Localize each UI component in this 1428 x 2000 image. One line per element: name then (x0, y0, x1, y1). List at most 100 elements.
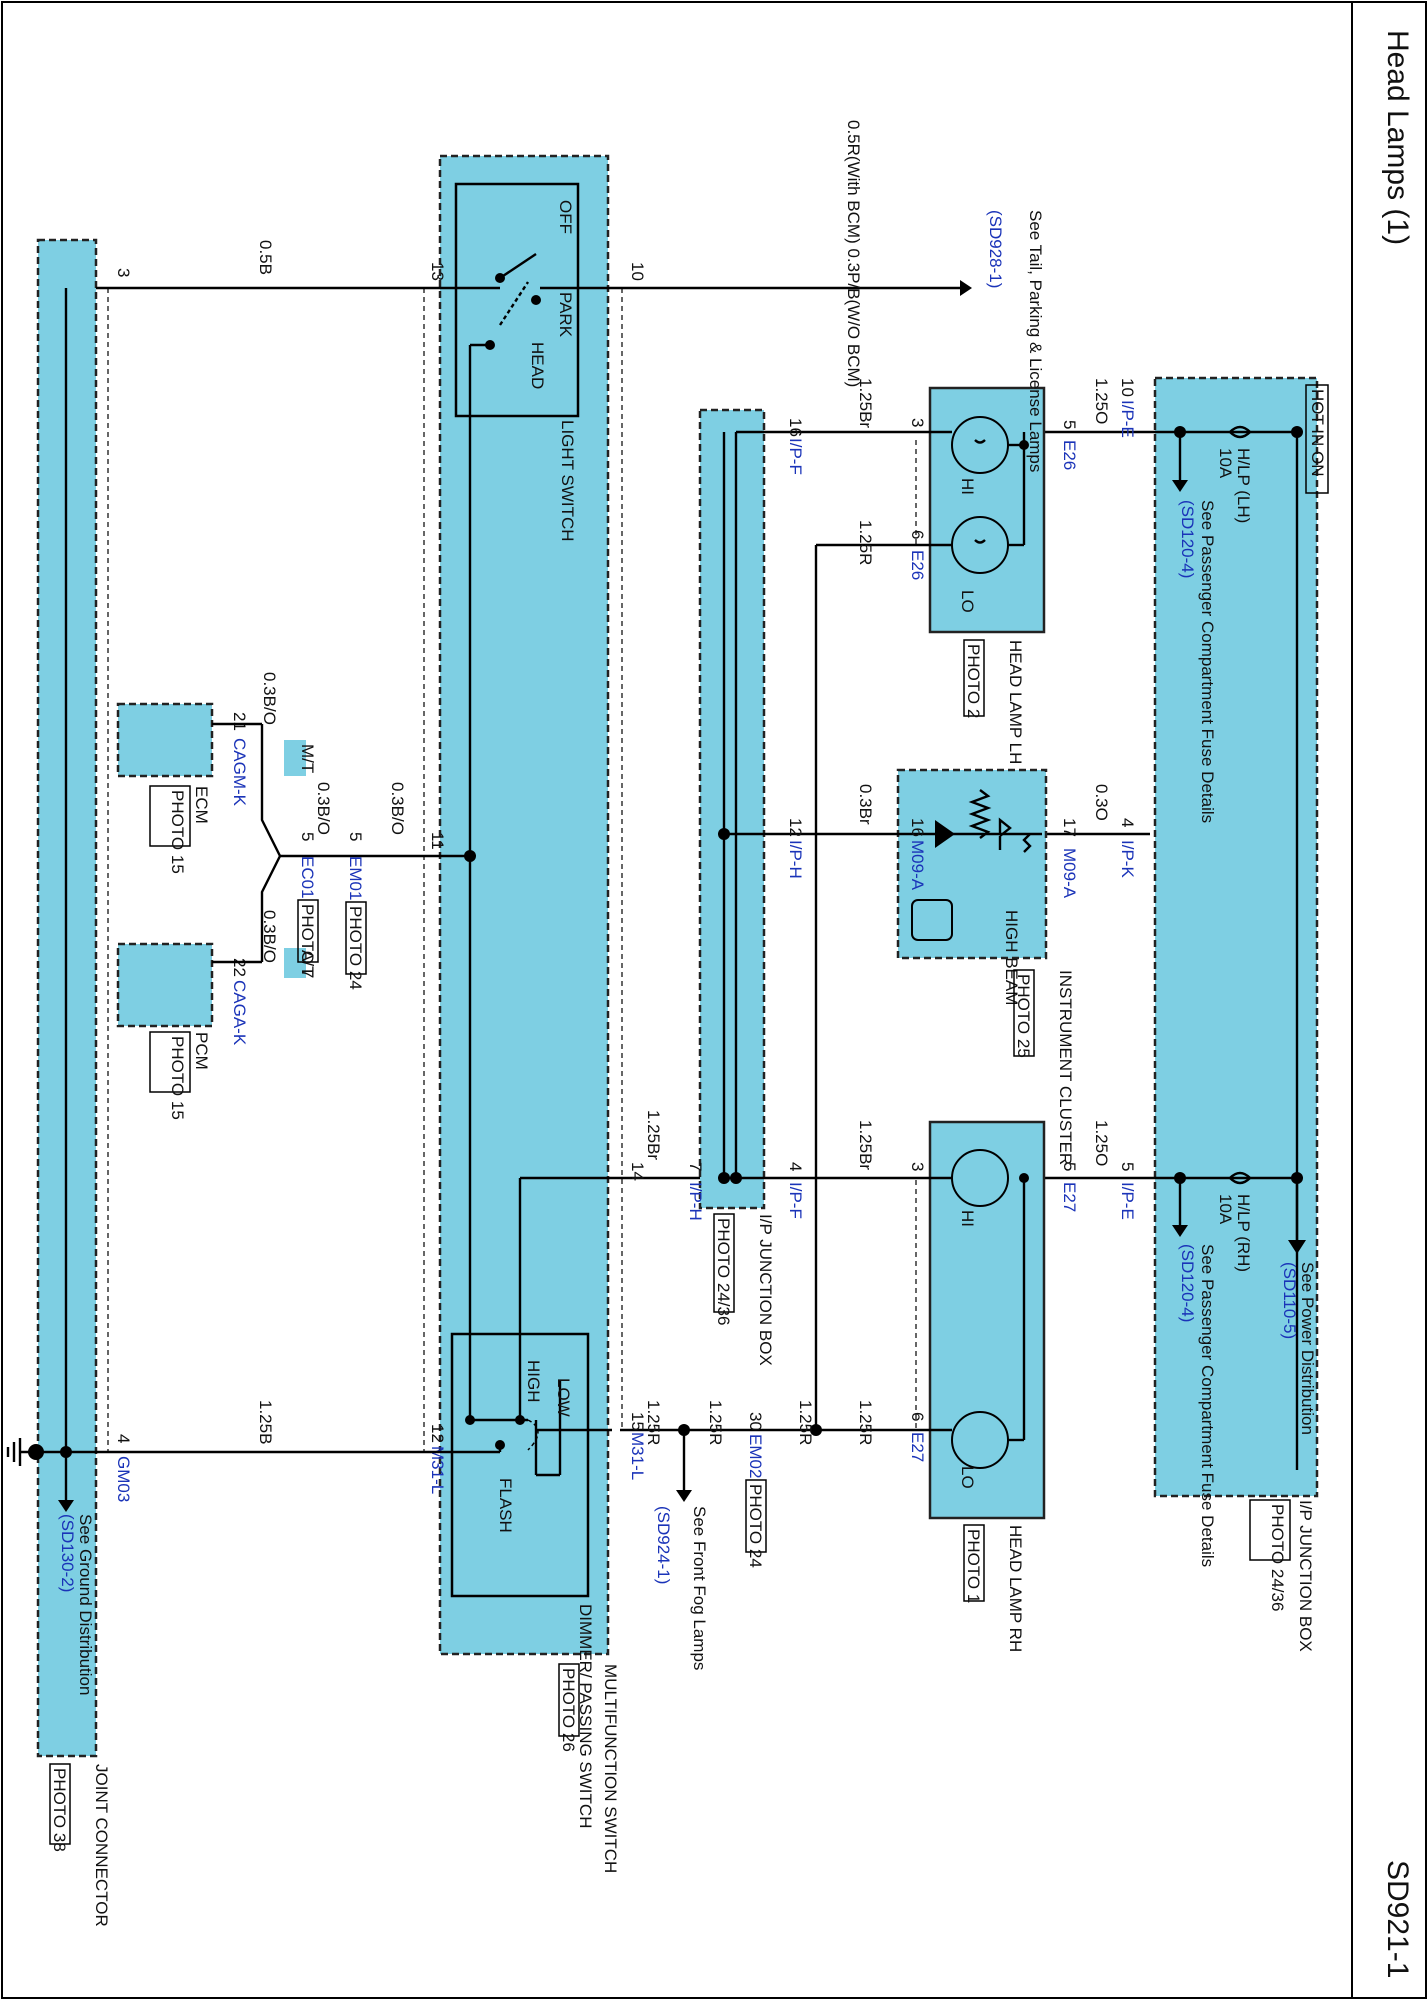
pin-5-ec01: 5 (298, 832, 317, 841)
high-beam-symbol-icon (911, 899, 953, 941)
tail-ref: (SD928-1) (986, 210, 1005, 288)
fuse-lh-name: H/LP (LH) (1234, 448, 1253, 523)
resistor-small-icon (1022, 833, 1032, 853)
junction-rh (1019, 1173, 1029, 1183)
wire-ecm-03bo: 0.3B/O (260, 672, 279, 725)
head-lamp-lh-name: HEAD LAMP LH (1006, 640, 1025, 764)
pin-6-rh: 6 (908, 1412, 927, 1421)
high-beam-label: HIGH BEAM (1002, 910, 1021, 1005)
conn-ec01: EC01 (298, 856, 317, 899)
ipjb2-photo-box (713, 1213, 735, 1313)
arrow-ground-icon (58, 1500, 74, 1512)
fuse-rh-icon (1229, 1171, 1252, 1185)
resistor-zigzag-icon (968, 789, 992, 839)
fuse-rh-rating: 10A (1216, 1194, 1235, 1225)
fog-see: See Front Fog Lamps (690, 1506, 709, 1670)
wire-125r-rh-3: 1.25R (706, 1400, 725, 1445)
cluster-photo-box (1013, 969, 1035, 1057)
pcm-name: PCM (192, 1032, 211, 1070)
hot-in-on-box (1305, 384, 1329, 494)
pcm (116, 942, 214, 1028)
pin-3-lh: 3 (908, 418, 927, 427)
ipjb2-photo: PHOTO 24/36 (714, 1218, 733, 1325)
filaments-lh-icon (974, 439, 986, 544)
fuse-rh-see: See Passenger Compartment Fuse Details (1198, 1244, 1217, 1567)
wire-ecm-pcm-fork (260, 724, 282, 962)
ls-park: PARK (556, 292, 575, 338)
conn-m31l-bottom: M31-L (428, 1446, 447, 1494)
wire-125r-15: 1.25R (644, 1400, 663, 1445)
pin-10-ls: 10 (628, 262, 647, 281)
joint-photo-box (49, 1763, 71, 1845)
lamp-lh-lo: LO (958, 590, 977, 613)
arrow-tail-icon (960, 280, 972, 296)
wire-ls11-03bo: 0.3B/O (388, 782, 407, 835)
ecm-photo: PHOTO 15 (168, 790, 187, 874)
power-dist-ref: (SD110-5) (1280, 1262, 1299, 1339)
ip-junction-box-2 (698, 408, 766, 1210)
conn-m09a-bottom: M09-A (908, 840, 927, 891)
fog-ref: (SD924-1) (654, 1506, 673, 1584)
conn-iph-7: I/P-H (686, 1182, 705, 1221)
dimmer-switch-name: DIMMER/ PASSING SWITCH (576, 1604, 595, 1828)
hl-lh-photo: PHOTO 2 (964, 644, 983, 718)
wire-03o: 0.3O (1092, 784, 1111, 821)
ls-off: OFF (556, 200, 575, 234)
wire-125b: 1.25B (256, 1400, 275, 1444)
conn-cagm-k: CAGM-K (230, 738, 249, 807)
pin-13-ls: 13 (428, 262, 447, 281)
pcm-photo-box (149, 1031, 191, 1093)
multifunction-switch (438, 154, 610, 1656)
lamp-lh-hi: HI (958, 478, 977, 495)
wire-125o-rh: 1.25O (1092, 1120, 1111, 1166)
pin-7-iph: 7 (686, 1162, 705, 1171)
lamp-rh-lo: LO (958, 1466, 977, 1489)
ls-contact-off (495, 273, 505, 283)
ground-junction (28, 1444, 44, 1460)
lamp-rh-hi: HI (958, 1210, 977, 1227)
junction-ipjb2-c (730, 1172, 742, 1184)
light-switch-name: LIGHT SWITCH (558, 420, 577, 542)
dimmer-low: LOW (554, 1378, 573, 1417)
junction-low-beam (810, 1424, 822, 1436)
wire-125br-rh: 1.25Br (856, 1120, 875, 1170)
wire-05b: 0.5B (256, 240, 275, 275)
wire-03br: 0.3Br (856, 784, 875, 825)
fuse-rh-name: H/LP (RH) (1234, 1194, 1253, 1272)
fuse-rh-ref: (SD120-4) (1178, 1244, 1197, 1322)
pin-16-m09a: 16 (908, 818, 927, 837)
conn-ipe-rh: I/P-E (1118, 1182, 1137, 1220)
dimmer-flash: FLASH (496, 1478, 515, 1533)
pin-4-joint: 4 (114, 1434, 133, 1443)
junction-ipjb2-b (718, 1172, 730, 1184)
conn-e27-lo: E27 (908, 1432, 927, 1462)
conn-caga-k: CAGA-K (230, 980, 249, 1046)
em02-photo: PHOTO 24 (746, 1484, 765, 1568)
ipjb2-name: I/P JUNCTION BOX (756, 1214, 775, 1366)
conn-ipf-4: I/P-F (786, 1182, 805, 1219)
ip-junction-box-name: I/P JUNCTION BOX (1296, 1500, 1315, 1652)
ip-junction-box (1153, 376, 1319, 1498)
pcm-photo: PHOTO 15 (168, 1036, 187, 1120)
ground-ref: (SD130-2) (58, 1514, 77, 1592)
arrow-fuse-rh-icon (1172, 1225, 1188, 1237)
pin-12-m31l: 12 (428, 1424, 447, 1443)
pin-4-ipk: 4 (1118, 818, 1137, 827)
conn-gm03: GM03 (114, 1456, 133, 1502)
conn-e27-top: E27 (1060, 1182, 1079, 1212)
mf-photo: PHOTO 26 (559, 1668, 578, 1752)
wire-125br-14: 1.25Br (644, 1110, 663, 1160)
ec01-photo: PHOTO 7 (298, 904, 317, 978)
page-code: SD921-1 (1381, 1860, 1414, 1978)
pin-5-ipe: 5 (1118, 1162, 1137, 1171)
wire-pcm-03bo: 0.3B/O (260, 910, 279, 963)
hl-rh-photo: PHOTO 1 (964, 1529, 983, 1603)
pin-16-ipf: 16 (786, 418, 805, 437)
wire-125o-lh: 1.25O (1092, 378, 1111, 424)
joint-connector-name: JOINT CONNECTOR (92, 1764, 111, 1927)
em01-photo: PHOTO 24 (346, 906, 365, 990)
joint-photo: PHOTO 38 (50, 1768, 69, 1852)
